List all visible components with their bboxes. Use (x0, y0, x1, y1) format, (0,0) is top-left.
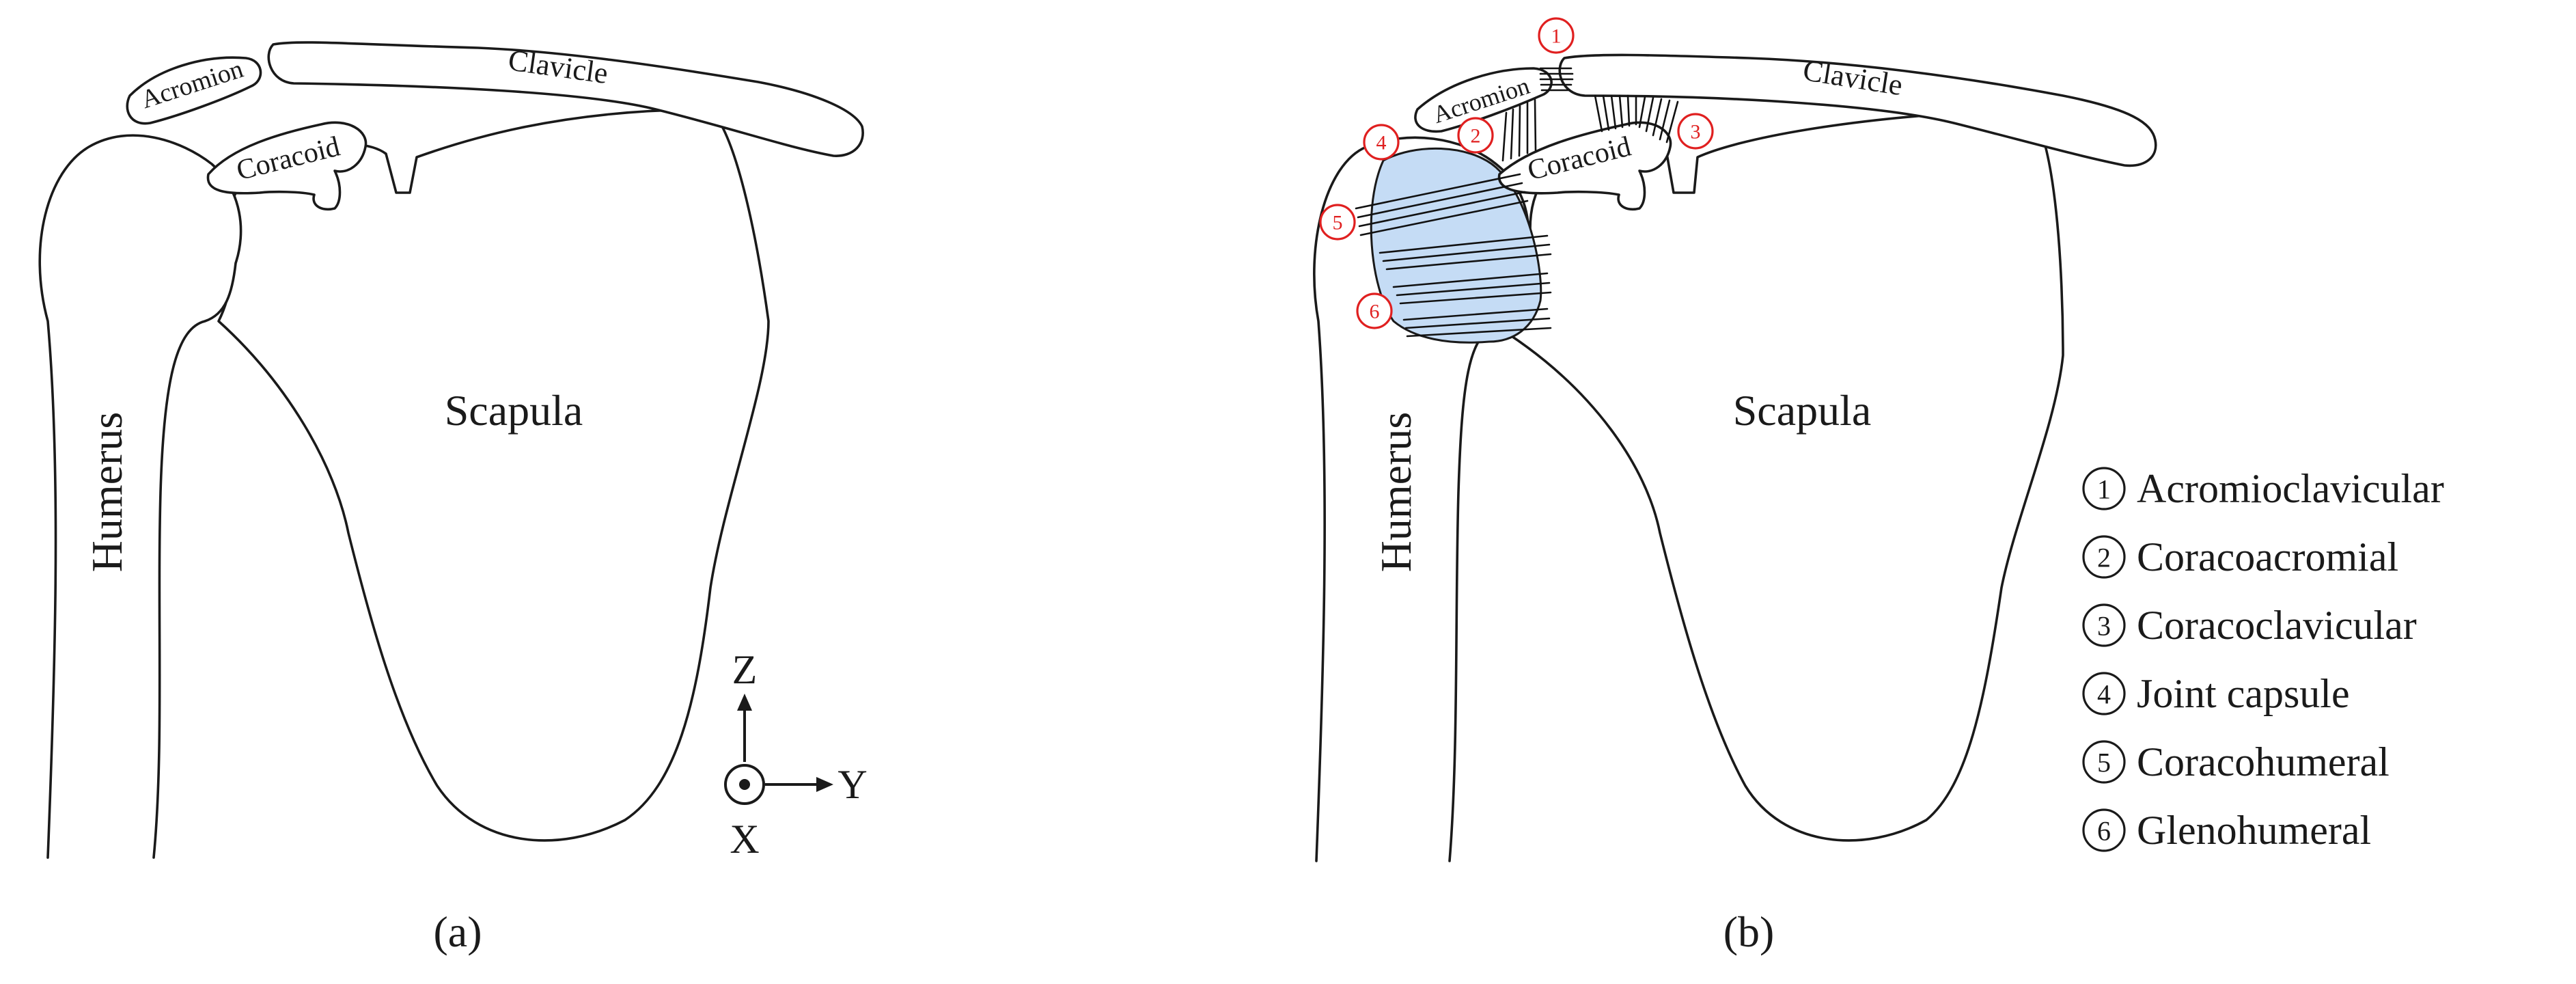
acromioclavicular-ligament (1539, 67, 1574, 92)
svg-text:4: 4 (2097, 679, 2111, 710)
x-axis-label: X (730, 817, 759, 862)
svg-text:Coracoclavicular: Coracoclavicular (2137, 603, 2417, 648)
humerus-label-a: Humerus (83, 412, 131, 573)
y-arrow-icon (816, 777, 833, 792)
acromion-shape-b (1414, 67, 1553, 133)
svg-text:Glenohumeral: Glenohumeral (2137, 808, 2371, 853)
legend-item-coracohumeral: 5 Coracohumeral (2082, 739, 2390, 784)
z-axis-label: Z (732, 647, 758, 692)
coracoacromial-ligament (1501, 98, 1537, 162)
marker-1: 1 (1538, 17, 1575, 54)
svg-text:3: 3 (1691, 121, 1701, 144)
clavicle-shape-b (1558, 53, 2157, 167)
svg-text:3: 3 (2097, 611, 2111, 642)
svg-text:Coracohumeral: Coracohumeral (2137, 739, 2390, 784)
scapula-shape-a (217, 108, 770, 842)
svg-text:6: 6 (1370, 301, 1380, 323)
svg-text:Coracoacromial: Coracoacromial (2137, 534, 2398, 579)
panel-a: Acromion Clavicle Coracoid Humerus Scapu… (38, 41, 868, 956)
axis-indicator: Z Y X (724, 647, 868, 862)
svg-text:4: 4 (1376, 132, 1387, 154)
legend-item-coracoclavicular: 3 Coracoclavicular (2082, 603, 2417, 648)
z-arrow-icon (737, 694, 752, 711)
marker-6: 6 (1356, 292, 1393, 329)
legend-item-joint-capsule: 4 Joint capsule (2082, 671, 2350, 716)
scapula-label-b: Scapula (1733, 386, 1872, 435)
acromion-shape-a (126, 56, 262, 125)
coracohumeral-ligament (1355, 173, 1529, 236)
marker-5: 5 (1319, 204, 1356, 241)
svg-text:6: 6 (2097, 816, 2111, 847)
svg-text:5: 5 (1333, 212, 1343, 234)
legend: 1 Acromioclavicular 2 Coracoacromial 3 C… (2082, 466, 2444, 853)
svg-text:2: 2 (1471, 125, 1481, 148)
x-axis-dot-icon (739, 779, 750, 790)
legend-item-glenohumeral: 6 Glenohumeral (2082, 808, 2371, 853)
svg-text:1: 1 (2097, 474, 2111, 505)
coracoclavicular-ligament (1594, 94, 1679, 144)
marker-2: 2 (1457, 117, 1494, 154)
legend-item-coracoacromial: 2 Coracoacromial (2082, 534, 2398, 579)
svg-text:Joint capsule: Joint capsule (2137, 671, 2350, 716)
caption-b: (b) (1723, 907, 1775, 956)
svg-text:5: 5 (2097, 748, 2111, 778)
marker-3: 3 (1677, 113, 1714, 150)
glenohumeral-ligament (1379, 234, 1552, 338)
scapula-shape-b (1508, 108, 2064, 842)
clavicle-shape-a (267, 41, 864, 157)
svg-text:1: 1 (1551, 25, 1562, 48)
caption-a: (a) (433, 907, 482, 956)
marker-4: 4 (1363, 124, 1400, 161)
humerus-shape-a (38, 134, 243, 859)
coracoid-shape-a (206, 121, 368, 210)
coracoid-shape-b (1497, 121, 1672, 210)
scapula-label-a: Scapula (445, 386, 583, 435)
panel-b: Acromion Clavicle Coracoid Humerus Scapu… (1313, 17, 2444, 956)
y-axis-label: Y (837, 762, 867, 807)
svg-text:Acromioclavicular: Acromioclavicular (2137, 466, 2444, 511)
svg-text:2: 2 (2097, 543, 2111, 573)
legend-item-acromioclavicular: 1 Acromioclavicular (2082, 466, 2444, 511)
humerus-label-b: Humerus (1372, 412, 1420, 573)
